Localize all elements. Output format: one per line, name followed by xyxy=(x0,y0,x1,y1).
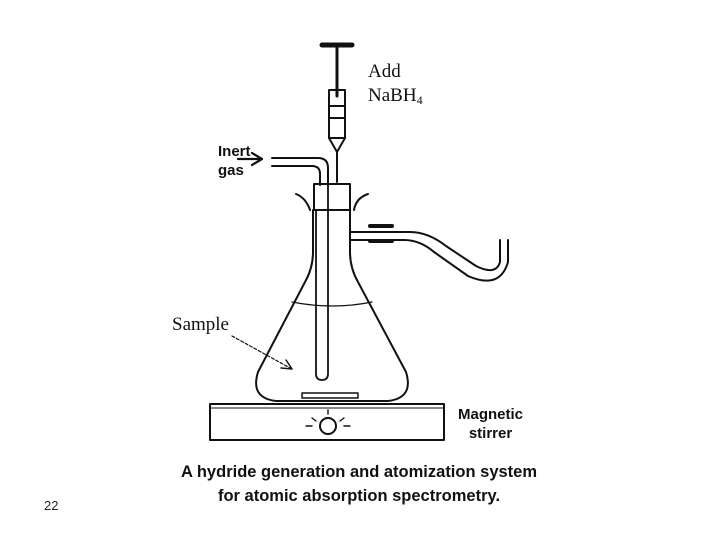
reagent-formula: NaBH xyxy=(368,85,417,106)
label-magnetic-stirrer: Magnetic stirrer xyxy=(458,405,523,443)
stir-bar xyxy=(301,392,359,399)
label-inert-gas: Inert gas xyxy=(218,142,251,180)
dip-tube xyxy=(315,184,329,381)
label-inert-line2: gas xyxy=(218,162,244,179)
label-inert-line1: Inert xyxy=(218,143,251,160)
inert-gas-tube xyxy=(271,157,329,186)
magnetic-stirrer xyxy=(209,403,445,441)
slide-number: 22 xyxy=(44,498,59,513)
syringe xyxy=(319,42,355,183)
stopper xyxy=(295,183,369,211)
figure-caption: A hydride generation and atomization sys… xyxy=(134,460,584,508)
label-stirrer-line1: Magnetic xyxy=(458,406,524,423)
reagent-subscript: 4 xyxy=(416,93,423,107)
caption-line2: for atomic absorption spectrometry. xyxy=(217,487,501,505)
label-nabh4: NaBH4 xyxy=(368,86,423,106)
conical-flask xyxy=(255,209,409,402)
sample-liquid-level xyxy=(291,301,373,307)
label-sample: Sample xyxy=(172,314,229,335)
inert-gas-arrow xyxy=(236,151,264,167)
sample-pointer-arrow xyxy=(231,335,291,369)
label-stirrer-line2: stirrer xyxy=(468,425,513,442)
label-add: Add xyxy=(368,61,401,82)
outlet-tube xyxy=(349,224,509,282)
caption-line1: A hydride generation and atomization sys… xyxy=(180,463,538,481)
